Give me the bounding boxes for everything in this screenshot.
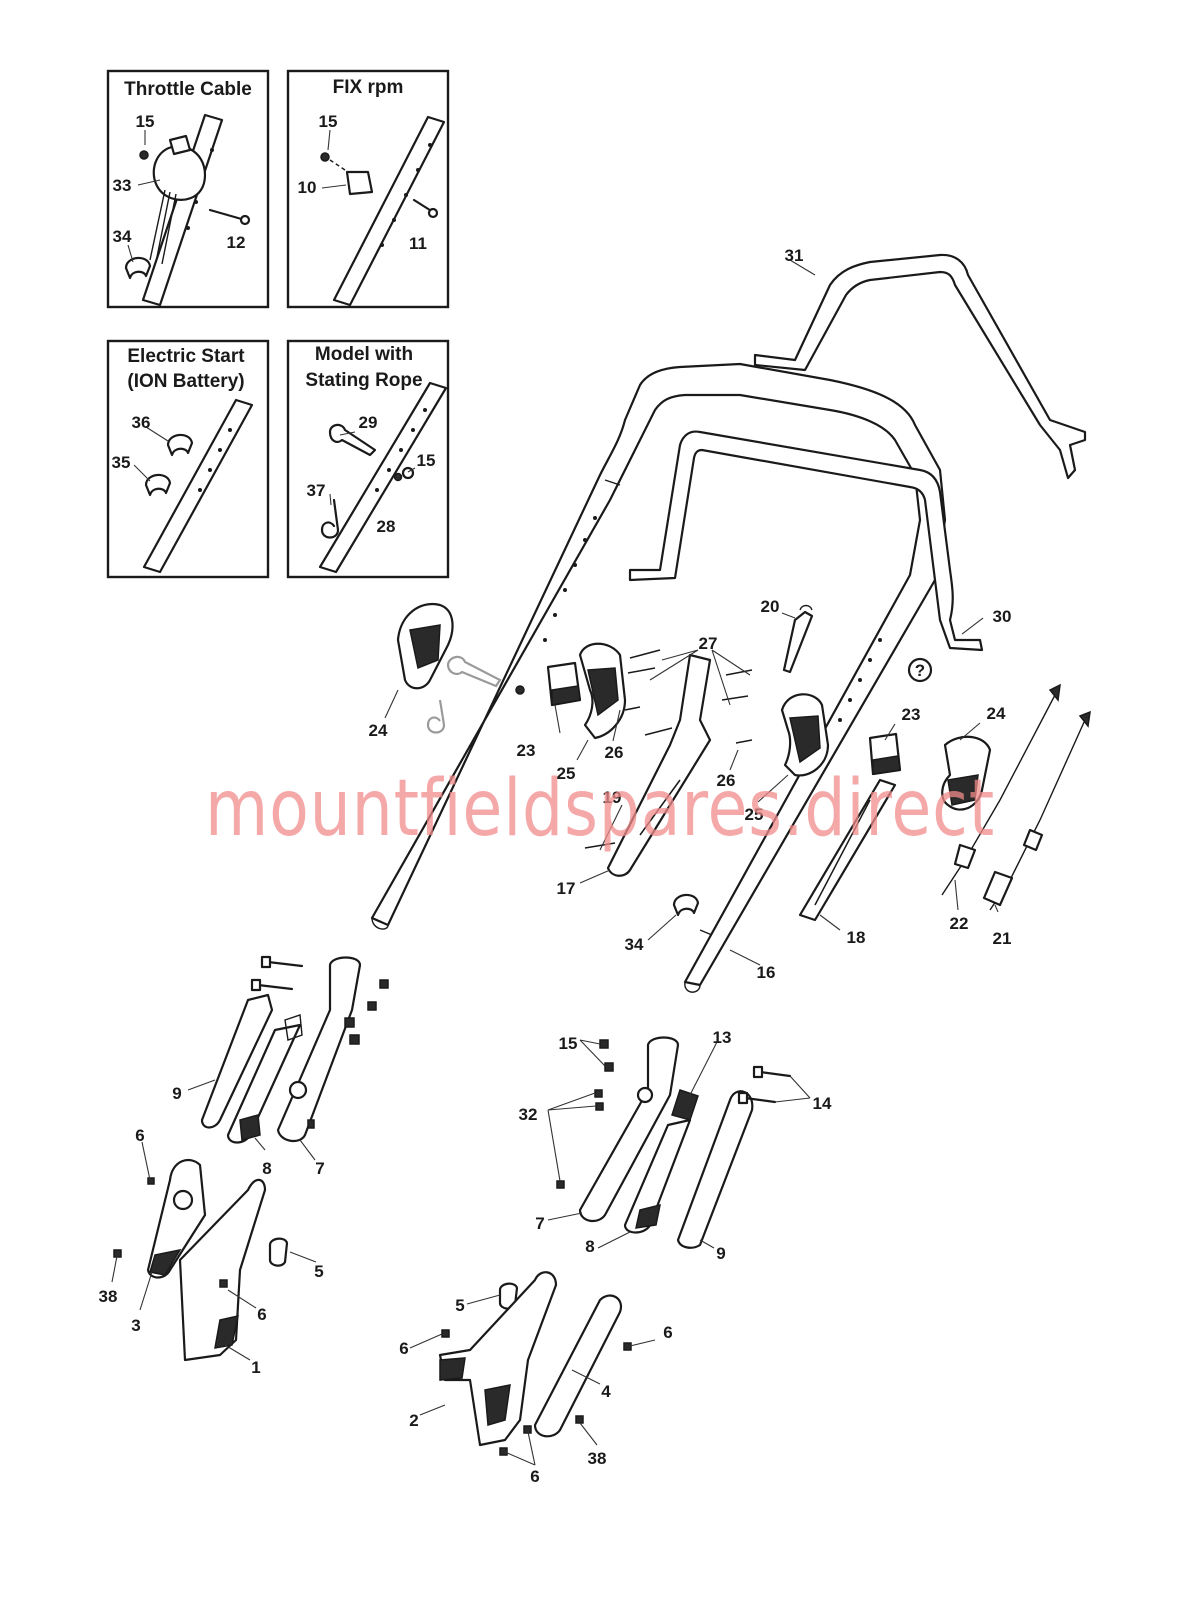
callout-2: 2 (409, 1411, 418, 1430)
callout-34: 34 (113, 227, 132, 246)
unknown-part-marker: ? (907, 657, 933, 683)
bracket-18 (798, 778, 897, 922)
callout-9: 9 (172, 1084, 181, 1103)
callout-labels: 15 33 34 12 15 10 11 36 35 29 37 15 28 3… (99, 112, 1012, 1486)
clamp-23-25-left (546, 642, 661, 740)
callout-28: 28 (377, 517, 396, 536)
inset-title: Throttle Cable (124, 79, 252, 100)
callout-37: 37 (307, 481, 326, 500)
callout-9: 9 (716, 1244, 725, 1263)
drive-bail-30 (628, 430, 984, 652)
cable-21 (982, 710, 1091, 911)
callout-19: 19 (603, 788, 622, 807)
callout-38: 38 (588, 1449, 607, 1468)
inset-title: (ION Battery) (127, 371, 244, 392)
screw-27 (721, 695, 749, 701)
callout-29: 29 (359, 413, 378, 432)
callout-7: 7 (535, 1214, 544, 1233)
callout-25: 25 (557, 764, 576, 783)
callout-6: 6 (530, 1467, 539, 1486)
callout-25: 25 (745, 805, 764, 824)
lower-left-assembly (113, 955, 389, 1362)
leader-lines (111, 129, 999, 1466)
handle-knob-24-right (941, 735, 992, 811)
callout-6: 6 (257, 1305, 266, 1324)
callout-32: 32 (519, 1105, 538, 1124)
callout-35: 35 (112, 453, 131, 472)
callout-23: 23 (902, 705, 921, 724)
inset-starting-rope: Model with Stating Rope (286, 339, 450, 579)
callout-13: 13 (713, 1028, 732, 1047)
callout-21: 21 (993, 929, 1012, 948)
callout-15: 15 (136, 112, 155, 131)
callout-33: 33 (113, 176, 132, 195)
callout-12: 12 (227, 233, 246, 252)
inset-throttle-cable: Throttle Cable (106, 69, 270, 309)
screw-27 (725, 669, 753, 676)
callout-16: 16 (757, 963, 776, 982)
callout-26: 26 (605, 743, 624, 762)
callout-4: 4 (601, 1382, 611, 1401)
callout-15: 15 (417, 451, 436, 470)
bracket-17 (584, 653, 712, 877)
callout-11: 11 (409, 234, 427, 253)
callout-31: 31 (785, 246, 804, 265)
inset-electric-start: Electric Start (ION Battery) (106, 339, 270, 579)
callout-27: 27 (699, 634, 718, 653)
callout-38: 38 (99, 1287, 118, 1306)
callout-5: 5 (314, 1262, 323, 1281)
lower-right-assembly (438, 1036, 792, 1456)
callout-5: 5 (455, 1296, 464, 1315)
callout-3: 3 (131, 1316, 140, 1335)
screw-26 (735, 739, 753, 744)
cable-22 (941, 683, 1061, 896)
link-rod-20 (782, 604, 814, 674)
inset-title: FIX rpm (333, 77, 404, 98)
callout-36: 36 (132, 413, 151, 432)
clamp-25-right (780, 693, 830, 777)
clip-34 (672, 893, 700, 917)
callout-1: 1 (251, 1358, 260, 1377)
callout-10: 10 (298, 178, 317, 197)
callout-6: 6 (399, 1339, 408, 1358)
callout-17: 17 (557, 879, 576, 898)
upper-handle-16 (370, 362, 947, 993)
callout-18: 18 (847, 928, 866, 947)
bail-bar-31 (753, 253, 1087, 480)
inset-title: Stating Rope (305, 370, 422, 391)
callout-34: 34 (625, 935, 644, 954)
callout-15: 15 (559, 1034, 578, 1053)
callout-20: 20 (761, 597, 780, 616)
callout-8: 8 (585, 1237, 594, 1256)
callout-7: 7 (315, 1159, 324, 1178)
callout-23: 23 (517, 741, 536, 760)
callout-14: 14 (813, 1094, 832, 1113)
callout-6: 6 (135, 1126, 144, 1145)
inset-title: Model with (315, 344, 413, 365)
callout-15: 15 (319, 112, 338, 131)
callout-8: 8 (262, 1159, 271, 1178)
callout-22: 22 (950, 914, 969, 933)
callout-26: 26 (717, 771, 736, 790)
inset-title: Electric Start (127, 346, 245, 367)
question-mark: ? (915, 661, 925, 680)
callout-30: 30 (993, 607, 1012, 626)
inset-fix-rpm: FIX rpm (286, 69, 450, 309)
callout-24: 24 (369, 721, 388, 740)
callout-6: 6 (663, 1323, 672, 1342)
watermark-text: mountfieldspares.direct (205, 764, 995, 854)
callout-24: 24 (987, 704, 1006, 723)
handle-knob-24-left (396, 602, 525, 734)
